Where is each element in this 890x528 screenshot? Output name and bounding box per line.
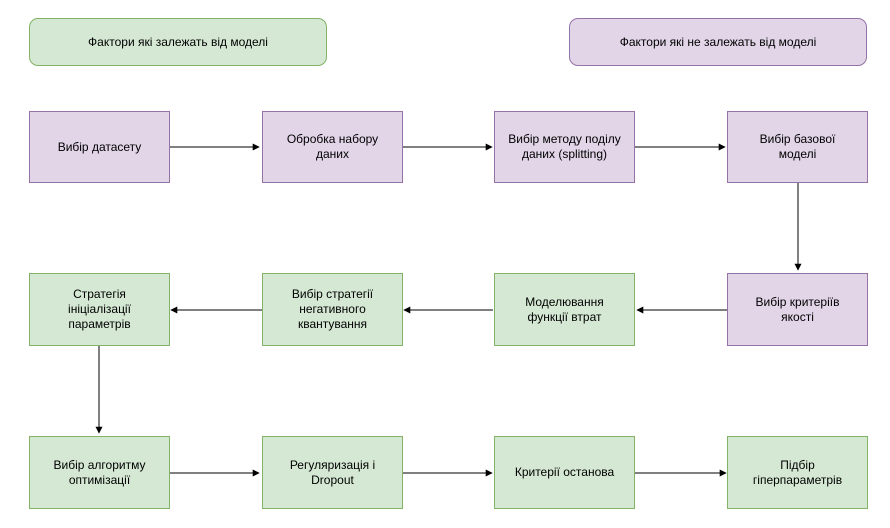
node-quality: Вибір критеріїв якості [727, 273, 868, 346]
node-loss: Моделювання функції втрат [494, 273, 635, 346]
legend-model-independent: Фактори які не залежать від моделі [569, 18, 867, 66]
legend-model-dependent-label: Фактори які залежать від моделі [88, 34, 268, 49]
node-optimizer: Вибір алгоритму оптимізації [29, 436, 170, 509]
node-processing: Обробка набору даних [262, 111, 403, 183]
node-hyperparams-label: Підбір гіперпараметрів [752, 457, 843, 487]
node-init: Стратегія ініціалізації параметрів [29, 273, 170, 346]
node-regularization-label: Регуляризація і Dropout [289, 457, 376, 487]
node-stopping-label: Критерії останова [514, 465, 615, 479]
node-quality-label: Вибір критеріїв якості [755, 294, 840, 324]
node-init-label: Стратегія ініціалізації параметрів [68, 287, 131, 331]
legend-model-independent-label: Фактори які не залежать від моделі [619, 34, 817, 49]
node-base-model-label: Вибір базової моделі [759, 132, 836, 161]
node-processing-label: Обробка набору даних [286, 132, 379, 161]
node-optimizer-label: Вибір алгоритму оптимізації [53, 457, 146, 487]
node-neg-quant: Вибір стратегії негативного квантування [262, 273, 403, 346]
legend-model-dependent: Фактори які залежать від моделі [29, 18, 327, 66]
node-base-model: Вибір базової моделі [727, 111, 868, 183]
node-dataset-label: Вибір датасету [57, 139, 142, 154]
node-regularization: Регуляризація і Dropout [262, 436, 403, 509]
node-loss-label: Моделювання функції втрат [525, 294, 604, 324]
node-splitting: Вибір методу поділу даних (splitting) [494, 111, 635, 183]
node-stopping: Критерії останова [494, 436, 635, 509]
node-hyperparams: Підбір гіперпараметрів [727, 436, 868, 509]
node-dataset: Вибір датасету [29, 111, 170, 183]
node-splitting-label: Вибір методу поділу даних (splitting) [508, 132, 621, 161]
node-neg-quant-label: Вибір стратегії негативного квантування [291, 287, 374, 331]
